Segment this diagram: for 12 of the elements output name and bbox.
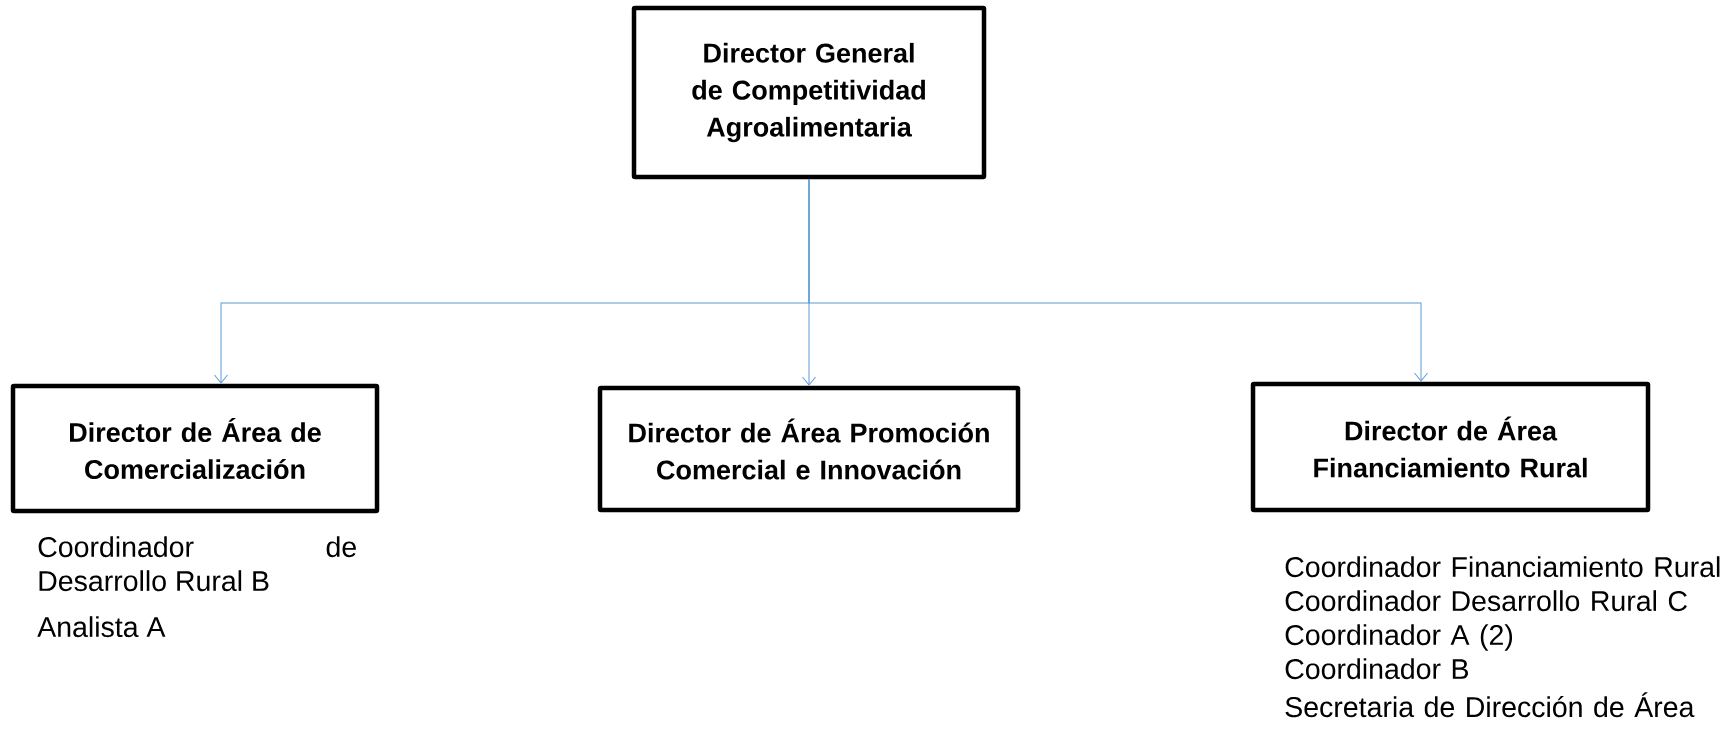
text: Coordinador A (2)	[1285, 624, 1513, 651]
title-box: Director General de Competitividad Agroalimentaria	[631, 5, 987, 180]
text: Secretaria de Dirección de Área	[1285, 692, 1695, 718]
text: Coordinador Desarrollo Rural C	[1285, 590, 1687, 612]
title-box: Director de Área Financiamiento Rural	[1250, 381, 1651, 513]
title-box: Director de Área Promoción Comercial e Innovación	[597, 385, 1021, 513]
text: Coordinador B	[1285, 658, 1468, 680]
text: Coordinador Financiamiento Rural	[1285, 556, 1720, 578]
text: Coordinador de Desarrollo Rural B	[38, 536, 356, 592]
arrow	[808, 178, 1428, 382]
text: Analista A	[37, 616, 166, 638]
title-box: Director de Área de Comercialización	[10, 383, 380, 514]
